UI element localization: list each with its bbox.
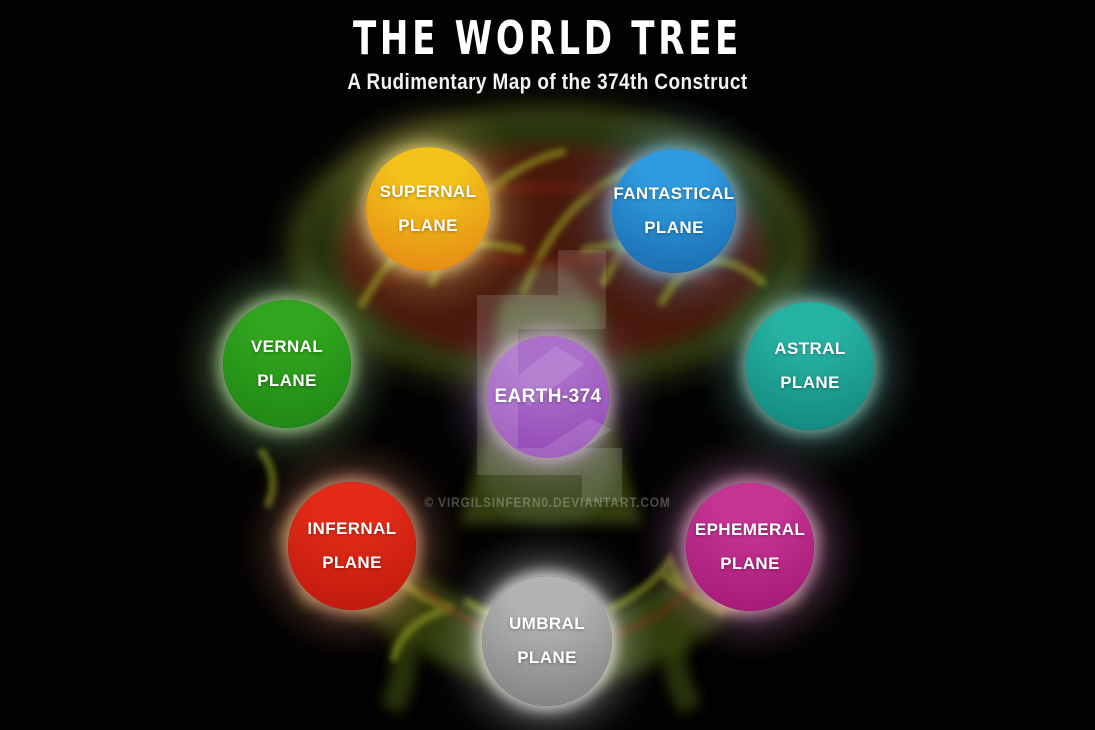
node-vernal-plane: VERNAL PLANE (223, 300, 351, 428)
node-label-line2: PLANE (517, 648, 577, 667)
header: THE WORLD TREE A Rudimentary Map of the … (0, 14, 1095, 95)
node-label-line1: SUPERNAL (379, 182, 477, 201)
node-fantastical-plane: FANTASTICAL PLANE (612, 149, 736, 273)
node-label-line2: PLANE (398, 216, 458, 235)
node-label-line1: INFERNAL (307, 519, 397, 538)
node-label-line2: PLANE (322, 553, 382, 572)
node-umbral-plane: UMBRAL PLANE (482, 576, 612, 706)
node-supernal-plane: SUPERNAL PLANE (366, 147, 490, 271)
node-label-line2: PLANE (257, 371, 317, 390)
node-label-line1: ASTRAL (774, 339, 846, 358)
node-label-line2: PLANE (780, 373, 840, 392)
node-label-line2: PLANE (644, 218, 704, 237)
node-label-line1: UMBRAL (508, 614, 586, 633)
node-astral-plane: ASTRAL PLANE (746, 302, 874, 430)
node-earth-374: EARTH-374 (487, 336, 609, 458)
page-title: THE WORLD TREE (352, 11, 743, 65)
page-subtitle: A Rudimentary Map of the 374th Construct (347, 69, 748, 95)
node-label-line2: PLANE (720, 554, 780, 573)
node-label-line1: VERNAL (250, 337, 324, 356)
node-label-line1: EPHEMERAL (694, 520, 806, 539)
node-label: EARTH-374 (494, 386, 602, 407)
artist-watermark: © VIRGILSINFERN0.DEVIANTART.COM (424, 495, 671, 510)
node-label-line1: FANTASTICAL (613, 184, 735, 203)
